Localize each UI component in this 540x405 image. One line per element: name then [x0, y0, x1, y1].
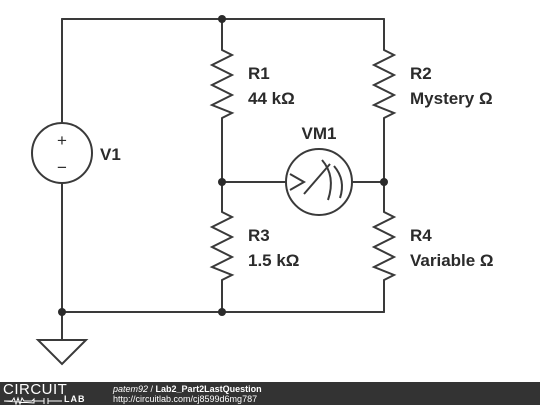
r3-value: 1.5 kΩ [248, 251, 299, 270]
footer-circuit-title[interactable]: Lab2_Part2LastQuestion [155, 384, 262, 394]
footer-bar: CIRCUIT LAB patem92 / Lab2_Part2LastQues… [0, 382, 540, 405]
v1-minus-sign: − [57, 158, 67, 177]
node-bottom [218, 308, 226, 316]
resistor-r3[interactable]: R3 1.5 kΩ [209, 211, 299, 281]
circuit-schematic: + − V1 R1 44 kΩ R2 Mystery Ω R3 1.5 kΩ R… [31, 15, 494, 366]
ground-symbol [35, 339, 89, 366]
footer-info: patem92 / Lab2_Part2LastQuestion http://… [113, 384, 262, 404]
resistor-r4[interactable]: R4 Variable Ω [371, 211, 494, 281]
resistor-r1[interactable]: R1 44 kΩ [209, 49, 295, 119]
footer-username[interactable]: patem92 [113, 384, 149, 394]
r1-label: R1 [248, 64, 270, 83]
wires [61, 18, 385, 341]
circuitlab-logo-icon [4, 396, 62, 405]
r4-label: R4 [410, 226, 432, 245]
circuitlab-logo-lab: LAB [64, 394, 86, 404]
resistor-r2[interactable]: R2 Mystery Ω [371, 49, 493, 119]
footer-title-line: patem92 / Lab2_Part2LastQuestion [113, 384, 262, 394]
r1-value: 44 kΩ [248, 89, 295, 108]
v1-label: V1 [100, 145, 121, 164]
r4-value: Variable Ω [410, 251, 494, 270]
voltmeter-vm1[interactable]: VM1 [285, 124, 353, 216]
voltage-source-v1[interactable]: + − V1 [31, 122, 121, 184]
r2-label: R2 [410, 64, 432, 83]
node-mid-right [380, 178, 388, 186]
vm1-label: VM1 [302, 124, 337, 143]
circuitlab-logo-text: CIRCUIT [3, 381, 68, 398]
r2-value: Mystery Ω [410, 89, 493, 108]
r3-label: R3 [248, 226, 270, 245]
node-top [218, 15, 226, 23]
footer-url[interactable]: http://circuitlab.com/cj8599d6mg787 [113, 394, 258, 404]
node-ground [58, 308, 66, 316]
node-mid-left [218, 178, 226, 186]
v1-plus-sign: + [57, 131, 67, 150]
footer-separator: / [148, 384, 156, 394]
